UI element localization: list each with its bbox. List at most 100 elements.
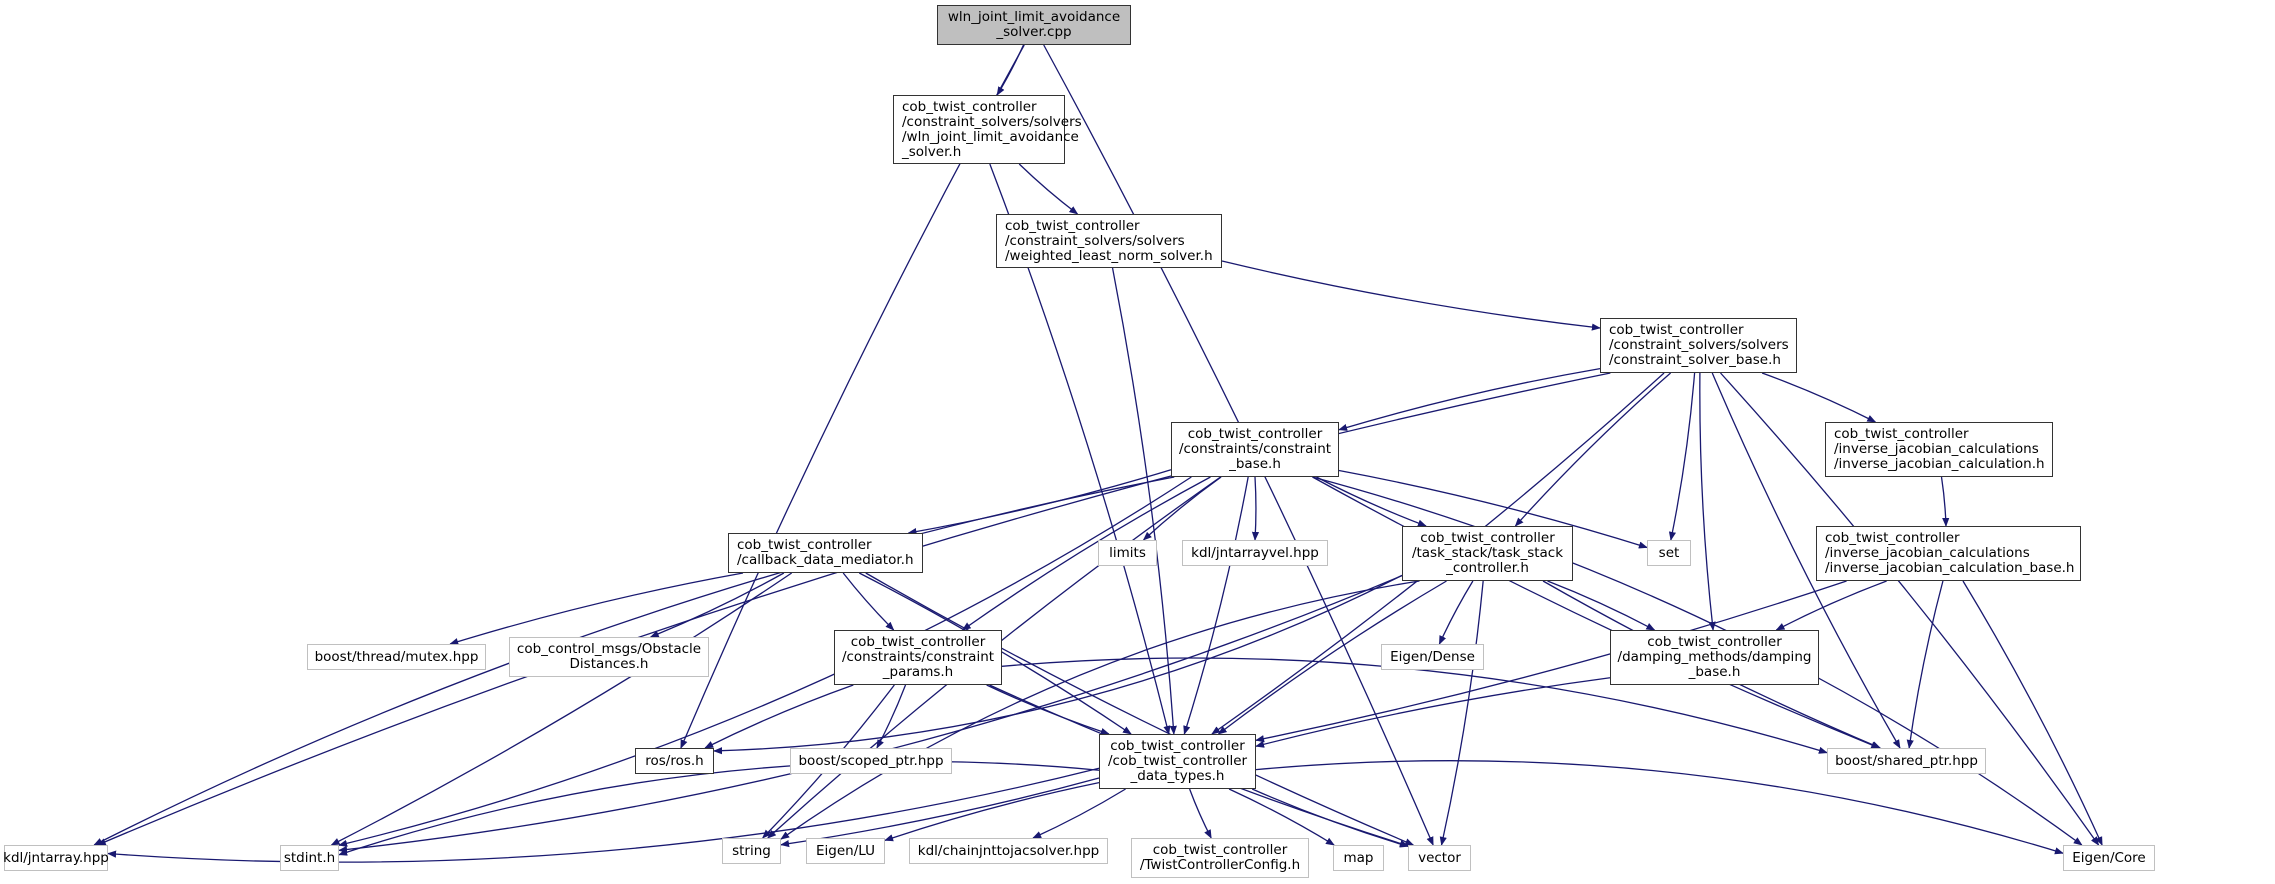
node-inverse-jacobian-calculation-base-h[interactable]: cob_twist_controller /inverse_jacobian_c… bbox=[1816, 526, 2081, 581]
edge-db_h-to-dt_h bbox=[1255, 677, 1611, 748]
edge-csb_h-to-set bbox=[1668, 372, 1696, 541]
node-vector[interactable]: vector bbox=[1408, 845, 1471, 871]
node-label: cob_twist_controller /constraints/constr… bbox=[1178, 426, 1332, 472]
node-label: cob_twist_controller /inverse_jacobian_c… bbox=[1825, 530, 2075, 576]
edge-wlns_h-to-csb_h bbox=[1221, 260, 1601, 331]
node-label: boost/shared_ptr.hpp bbox=[1835, 752, 1978, 769]
node-stdint-h[interactable]: stdint.h bbox=[280, 845, 339, 871]
node-boost-scoped-ptr-hpp[interactable]: boost/scoped_ptr.hpp bbox=[790, 748, 952, 774]
edge-cb_h-to-core bbox=[1312, 476, 2083, 846]
edge-tsc_h-to-ros bbox=[713, 574, 1403, 755]
edge-ijcb_h-to-db_h bbox=[1775, 580, 1887, 631]
edge-dt_h-to-core bbox=[1255, 760, 2064, 855]
node-label: limits bbox=[1109, 544, 1146, 561]
node-label: ros/ros.h bbox=[645, 752, 704, 769]
node-kdl-jntarrayvel-hpp[interactable]: kdl/jntarrayvel.hpp bbox=[1182, 540, 1328, 566]
node-label: string bbox=[732, 842, 771, 859]
edge-tsc_h-to-db_h bbox=[1547, 580, 1656, 631]
edge-dt_h-to-lu bbox=[884, 782, 1100, 842]
edge-ijc_h-to-ijcb_h bbox=[1940, 476, 1950, 527]
node-constraint-params-h[interactable]: cob_twist_controller /constraints/constr… bbox=[834, 630, 1002, 685]
node-damping-base-h[interactable]: cob_twist_controller /damping_methods/da… bbox=[1610, 630, 1819, 685]
node-boost-thread-mutex-hpp[interactable]: boost/thread/mutex.hpp bbox=[307, 644, 486, 670]
edge-dt_h-to-tcc bbox=[1189, 788, 1212, 839]
node-label: kdl/chainjnttojacsolver.hpp bbox=[917, 842, 1100, 859]
node-boost-shared-ptr-hpp[interactable]: boost/shared_ptr.hpp bbox=[1827, 748, 1986, 774]
edge-cb_h-to-jntarrayvel bbox=[1251, 476, 1260, 541]
edge-tsc_h-to-vector bbox=[1439, 580, 1484, 846]
node-constraint-base-h[interactable]: cob_twist_controller /constraints/constr… bbox=[1171, 422, 1339, 477]
edge-tsc_h-to-dt_h bbox=[1217, 580, 1447, 735]
edge-cb_h-to-cp_h bbox=[961, 476, 1211, 631]
edge-cp_h-to-dt_h bbox=[986, 684, 1110, 735]
edge-cb_h-to-dt_h bbox=[1183, 476, 1249, 735]
node-inverse-jacobian-calculation-h[interactable]: cob_twist_controller /inverse_jacobian_c… bbox=[1825, 422, 2053, 477]
node-label: Eigen/Dense bbox=[1390, 648, 1475, 665]
edge-tsc_h-to-string bbox=[780, 580, 1420, 840]
edge-dt_h-to-string bbox=[780, 777, 1100, 848]
edge-tsc_h-to-dense bbox=[1438, 580, 1474, 645]
node-constraint-solver-base-h[interactable]: cob_twist_controller /constraint_solvers… bbox=[1600, 318, 1797, 373]
edge-cb_h-to-cdm_h bbox=[907, 469, 1172, 536]
node-label: boost/thread/mutex.hpp bbox=[314, 648, 479, 665]
node-limits[interactable]: limits bbox=[1098, 540, 1157, 566]
node-label: cob_twist_controller /constraint_solvers… bbox=[1005, 217, 1213, 264]
node-ros-ros-h[interactable]: ros/ros.h bbox=[635, 748, 714, 774]
node-label: cob_twist_controller /constraint_solvers… bbox=[1609, 322, 1789, 368]
node-wln-joint-limit-avoidance-solver-h[interactable]: cob_twist_controller /constraint_solvers… bbox=[893, 95, 1082, 164]
node-kdl-chainjnttojacsolver-hpp[interactable]: kdl/chainjnttojacsolver.hpp bbox=[909, 838, 1108, 864]
edge-ijcb_h-to-dt_h bbox=[1255, 580, 1847, 743]
node-eigen-lu[interactable]: Eigen/LU bbox=[806, 838, 885, 864]
node-map[interactable]: map bbox=[1333, 845, 1384, 871]
edge-cdm_h-to-mutex bbox=[449, 572, 744, 646]
edge-dt_h-to-vector bbox=[1251, 788, 1409, 848]
node-task-stack-controller-h[interactable]: cob_twist_controller /task_stack/task_st… bbox=[1402, 526, 1573, 581]
edge-ijcb_h-to-shared bbox=[1906, 580, 1944, 749]
node-set[interactable]: set bbox=[1647, 540, 1691, 566]
edge-csb_h-to-jntarray bbox=[96, 372, 1611, 846]
edge-csb_h-to-shared bbox=[1711, 372, 1901, 749]
node-label: cob_twist_controller /callback_data_medi… bbox=[737, 537, 914, 568]
edge-wln_h-to-wlns_h bbox=[1018, 163, 1079, 215]
node-weighted-least-norm-solver-h[interactable]: cob_twist_controller /constraint_solvers… bbox=[996, 214, 1222, 268]
node-label: cob_twist_controller /constraint_solvers… bbox=[902, 98, 1082, 160]
edge-csb_h-to-ijc_h bbox=[1761, 372, 1877, 423]
node-label: Eigen/Core bbox=[2072, 849, 2146, 866]
node-label: cob_control_msgs/Obstacle Distances.h bbox=[516, 641, 702, 672]
edge-dt_h-to-stdint bbox=[338, 760, 1100, 856]
node-callback-data-mediator-h[interactable]: cob_twist_controller /callback_data_medi… bbox=[728, 533, 923, 573]
node-label: kdl/jntarray.hpp bbox=[3, 849, 109, 866]
node-label: map bbox=[1343, 849, 1374, 866]
node-eigen-dense[interactable]: Eigen/Dense bbox=[1381, 644, 1484, 670]
node-label: cob_twist_controller /inverse_jacobian_c… bbox=[1834, 426, 2045, 472]
edge-cb_h-to-shared bbox=[1312, 476, 1881, 749]
edge-csb_h-to-cb_h bbox=[1338, 367, 1601, 431]
node-label: wln_joint_limit_avoidance _solver.cpp bbox=[947, 9, 1121, 40]
edge-wlns_h-to-dt_h bbox=[1111, 267, 1177, 735]
edge-cb_h-to-set bbox=[1338, 469, 1648, 549]
node-label: boost/scoped_ptr.hpp bbox=[798, 752, 944, 769]
node-label: Eigen/LU bbox=[816, 842, 875, 859]
edge-cp_h-to-scoped bbox=[876, 684, 907, 749]
edge-csb_h-to-db_h bbox=[1699, 372, 1716, 631]
edge-dt_h-to-map bbox=[1228, 788, 1335, 846]
node-kdl-jntarray-hpp[interactable]: kdl/jntarray.hpp bbox=[3, 845, 109, 871]
edge-cdm_h-to-stdint bbox=[330, 572, 793, 846]
node-string[interactable]: string bbox=[722, 838, 781, 864]
node-label: stdint.h bbox=[283, 849, 336, 866]
node-obstacle-distances-h[interactable]: cob_control_msgs/Obstacle Distances.h bbox=[509, 637, 709, 677]
edge-cb_h-to-tsc_h bbox=[1316, 476, 1427, 527]
node-cob-twist-controller-data-types-h[interactable]: cob_twist_controller /cob_twist_controll… bbox=[1099, 734, 1256, 789]
edge-cdm_h-to-obst bbox=[649, 572, 785, 638]
edge-cb_h-to-limits bbox=[1142, 476, 1222, 541]
edge-ijcb_h-to-core bbox=[1962, 580, 2103, 846]
node-twist-controller-config-h[interactable]: cob_twist_controller /TwistControllerCon… bbox=[1131, 838, 1309, 878]
edge-csb_h-to-tsc_h bbox=[1514, 372, 1672, 527]
edge-dt_h-to-jntarray bbox=[107, 767, 1100, 863]
edge-cb_h-to-stdint bbox=[338, 476, 1192, 847]
edge-csb_h-to-core bbox=[1720, 372, 2100, 846]
edge-cp_h-to-ros bbox=[704, 684, 854, 749]
node-eigen-core[interactable]: Eigen/Core bbox=[2063, 845, 2155, 871]
node-root-file[interactable]: wln_joint_limit_avoidance _solver.cpp bbox=[937, 5, 1131, 45]
edge-cdm_h-to-vector bbox=[865, 572, 1415, 846]
